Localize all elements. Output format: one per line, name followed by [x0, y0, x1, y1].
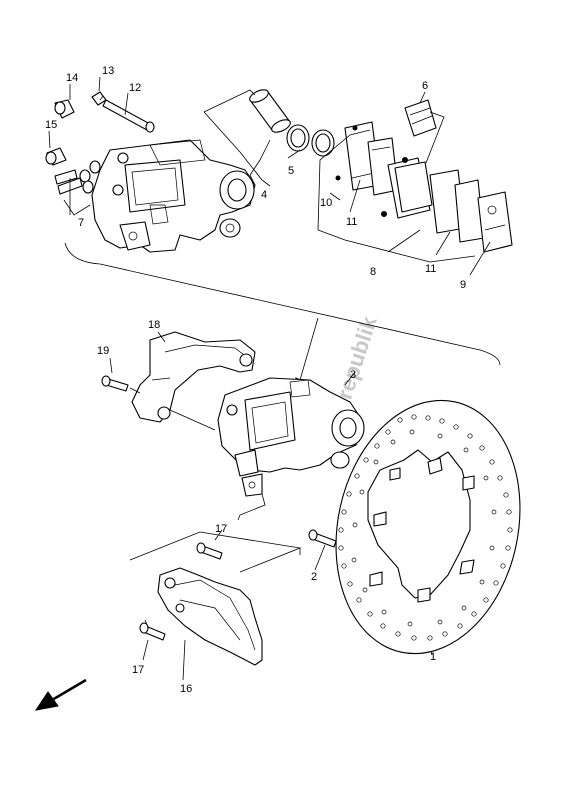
pad-spring: [404, 99, 437, 137]
label-11-right: 11: [425, 263, 436, 275]
brake-disc: [335, 399, 521, 655]
label-9: 9: [460, 279, 466, 291]
caliper-bolt-set: [54, 160, 101, 195]
caliper-assembly: [217, 377, 365, 497]
label-15: 15: [45, 119, 57, 131]
label-14: 14: [66, 72, 78, 84]
label-17-upper: 17: [215, 523, 227, 535]
disc-guard: [157, 567, 263, 666]
caliper-bracket: [131, 331, 256, 423]
label-12: 12: [129, 82, 141, 94]
brake-pad-set: [381, 157, 433, 219]
piston-seal-kit: [286, 124, 335, 157]
pad-shim-right: [477, 191, 513, 253]
label-3: 3: [350, 369, 356, 381]
label-10: 10: [320, 197, 332, 209]
label-6: 6: [422, 80, 428, 92]
label-2: 2: [311, 571, 317, 583]
label-19: 19: [97, 345, 109, 357]
bracket-bolt: [101, 375, 129, 392]
caliper-piston: [249, 89, 291, 133]
disc-bolt: [308, 529, 337, 548]
guard-bolt-lower: [139, 622, 166, 641]
label-8: 8: [370, 266, 376, 278]
label-1: 1: [430, 651, 436, 663]
upper-group-leader-lines: [48, 76, 491, 276]
label-13: 13: [102, 65, 114, 77]
exploded-caliper-group: [45, 89, 513, 253]
label-18: 18: [148, 319, 160, 331]
label-17-lower: 17: [132, 664, 144, 676]
bleed-screw: [45, 147, 67, 166]
label-11-left: 11: [346, 216, 357, 228]
label-16: 16: [180, 683, 192, 695]
label-4: 4: [261, 189, 267, 201]
disc-holes: [338, 414, 513, 641]
caliper-body-exploded: [91, 139, 256, 253]
bleed-cap: [54, 99, 75, 119]
group-bracket: [64, 242, 501, 366]
label-7: 7: [78, 217, 84, 229]
guard-bolt-upper: [196, 542, 223, 560]
disc-mount-holes: [369, 457, 475, 603]
label-5: 5: [288, 165, 294, 177]
pad-pin: [102, 99, 155, 133]
front-direction-arrow: [34, 678, 87, 711]
brake-pad-outer: [429, 169, 485, 243]
